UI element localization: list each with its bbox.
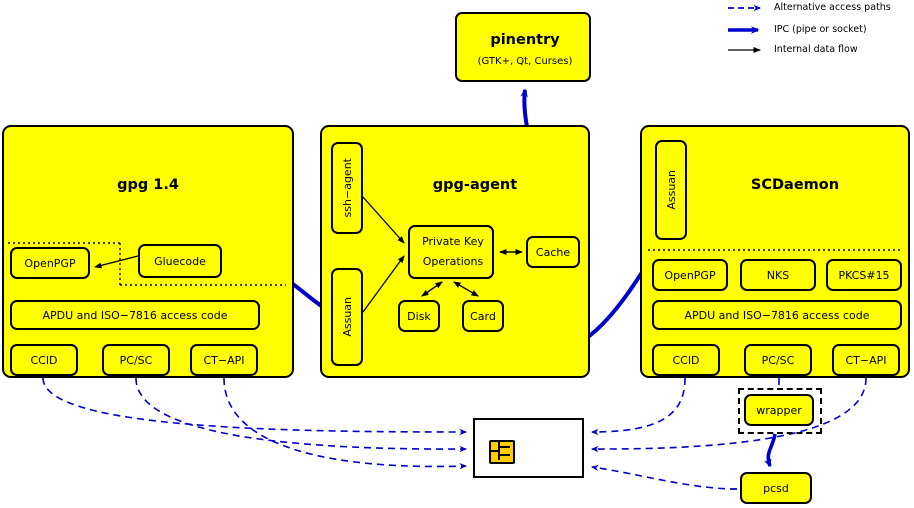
gpg-agent-card-label: Card — [470, 309, 496, 323]
wrapper-label: wrapper — [756, 403, 802, 417]
pinentry-subtitle: (GTK+, Qt, Curses) — [477, 56, 573, 67]
pinentry-title: pinentry — [490, 32, 560, 48]
gpg-gluecode-box[interactable]: Gluecode — [138, 244, 222, 278]
pcsd-label: pcsd — [763, 481, 789, 495]
smartcard-chip-icon — [489, 440, 515, 464]
gpg-agent-disk-label: Disk — [407, 309, 431, 323]
legend-label-internal: Internal data flow — [774, 44, 858, 55]
flow-ssh-agent-to-pkops — [362, 196, 405, 244]
gpg-driver-ctapi-label: CT−API — [203, 353, 245, 367]
gpg-agent-card-box[interactable]: Card — [462, 300, 504, 332]
flow-gluecode-to-openpgp — [94, 255, 139, 269]
flow-disk-to-pkops — [421, 281, 443, 297]
scdaemon-driver-pcsc-label: PC/SC — [761, 353, 795, 367]
gpg-agent-cache-box[interactable]: Cache — [526, 236, 580, 268]
flow-assuan-to-pkops — [362, 255, 405, 313]
private-key-ops-line1: Private Key — [422, 235, 484, 248]
scdaemon-assuan-box[interactable]: Assuan — [655, 140, 687, 240]
scdaemon-app-openpgp-label: OpenPGP — [664, 268, 716, 282]
wrapper-box[interactable]: wrapper — [744, 394, 814, 426]
alt-path-group-right — [591, 377, 867, 490]
gpg-apdu-box[interactable]: APDU and ISO−7816 access code — [10, 300, 260, 330]
gpg-driver-ctapi[interactable]: CT−API — [190, 344, 258, 376]
gpg-driver-ccid[interactable]: CCID — [10, 344, 78, 376]
gpg-agent-disk-box[interactable]: Disk — [398, 300, 440, 332]
alt-path-gpg-ccid — [42, 377, 467, 436]
ipc-wrapper-to-pcsd — [763, 433, 777, 468]
scdaemon-driver-pcsc[interactable]: PC/SC — [744, 344, 812, 376]
gpg-driver-ccid-label: CCID — [30, 353, 58, 367]
smartcard[interactable] — [473, 418, 584, 478]
gpg-agent-assuan-box[interactable]: Assuan — [331, 268, 363, 366]
scdaemon-title: SCDaemon — [750, 177, 840, 193]
flow-card-to-pkops — [453, 281, 479, 297]
scdaemon-app-pkcs15[interactable]: PKCS#15 — [826, 259, 902, 291]
pcsd-box[interactable]: pcsd — [740, 472, 812, 504]
private-key-ops-line2: Operations — [422, 255, 484, 268]
scdaemon-app-openpgp[interactable]: OpenPGP — [652, 259, 728, 291]
gpg-agent-ssh-agent-box[interactable]: ssh−agent — [331, 142, 363, 234]
legend-label-alt-paths: Alternative access paths — [774, 2, 891, 13]
scdaemon-app-nks[interactable]: NKS — [740, 259, 816, 291]
legend-label-ipc: IPC (pipe or socket) — [774, 24, 867, 35]
gpg-openpgp-box[interactable]: OpenPGP — [10, 247, 90, 279]
gpg-gluecode-label: Gluecode — [154, 254, 206, 268]
scdaemon-driver-ctapi-label: CT−API — [845, 353, 887, 367]
pinentry-box[interactable]: pinentry (GTK+, Qt, Curses) — [455, 12, 591, 82]
gpg-apdu-label: APDU and ISO−7816 access code — [42, 308, 228, 322]
wrapper-dashed-region — [738, 388, 822, 434]
scdaemon-app-nks-label: NKS — [766, 268, 790, 282]
scdaemon-driver-ctapi[interactable]: CT−API — [832, 344, 900, 376]
alt-path-scd-ccid — [591, 377, 686, 436]
gpg-agent-private-key-ops-box[interactable]: Private Key Operations — [408, 225, 494, 279]
scdaemon-app-pkcs15-label: PKCS#15 — [838, 268, 890, 282]
alt-path-gpg-pcsc — [135, 377, 467, 453]
scdaemon-driver-ccid-label: CCID — [672, 353, 700, 367]
scdaemon-apdu-box[interactable]: APDU and ISO−7816 access code — [652, 300, 902, 330]
scdaemon-driver-ccid[interactable]: CCID — [652, 344, 720, 376]
gpg-agent-title: gpg-agent — [432, 177, 518, 193]
gpg-driver-pcsc[interactable]: PC/SC — [102, 344, 170, 376]
alt-path-pcsd-card — [591, 464, 738, 490]
gpg-agent-cache-label: Cache — [535, 245, 571, 259]
gpg-driver-pcsc-label: PC/SC — [119, 353, 153, 367]
alt-path-scd-ctapi — [591, 377, 867, 453]
alt-path-gpg-ctapi — [223, 377, 467, 470]
alt-path-group-left — [42, 377, 467, 470]
gpg-title: gpg 1.4 — [117, 177, 179, 193]
scdaemon-apdu-label: APDU and ISO−7816 access code — [684, 308, 870, 322]
gpg-openpgp-label: OpenPGP — [24, 256, 76, 270]
